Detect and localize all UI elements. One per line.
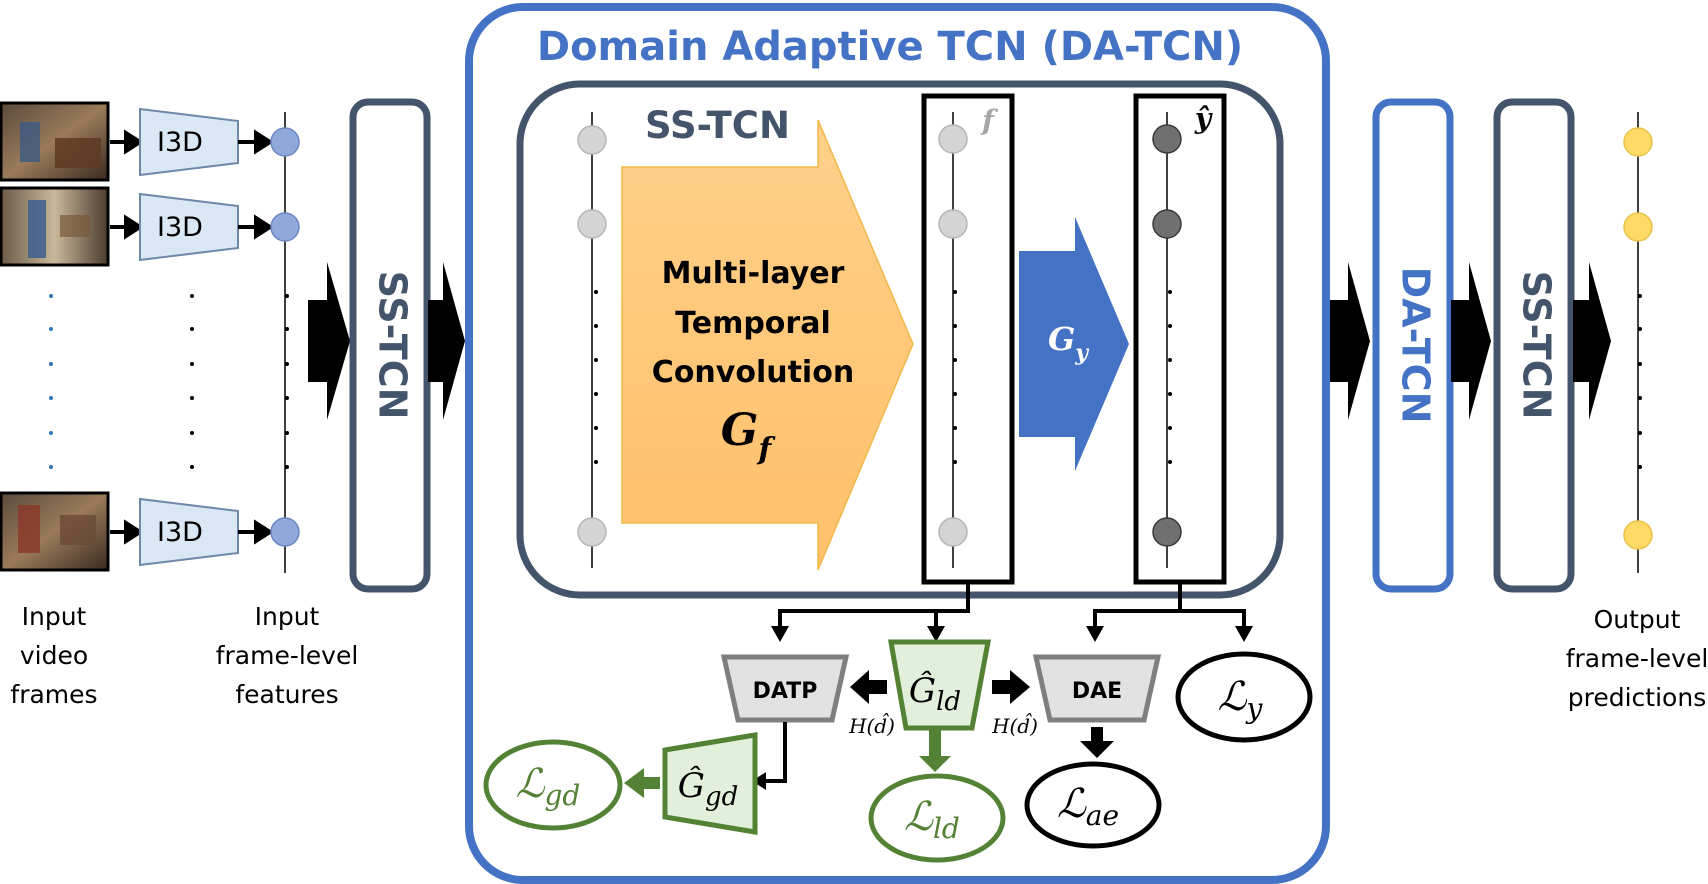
prediction-node (1152, 124, 1182, 154)
i3d-box-1: I3D (139, 107, 239, 177)
entropy-arrows (850, 670, 1030, 704)
flow-arrow-2 (428, 262, 465, 420)
svg-text:Input: Input (255, 602, 320, 631)
local-domain-loss-lld: ℒld (868, 773, 1006, 863)
frame-feature-column-f: f (921, 93, 1015, 585)
caption-input-video-frames: Input video frames (10, 602, 97, 709)
svg-text:DA-TCN: DA-TCN (1394, 267, 1438, 424)
gld-to-lld-arrow (919, 730, 951, 772)
svg-text:DAE: DAE (1072, 679, 1122, 704)
svg-text:features: features (235, 680, 338, 709)
yhat-column-connectors (1093, 582, 1246, 628)
svg-text:ℒgd: ℒgd (516, 761, 581, 812)
feature-node (270, 212, 300, 242)
gy-symbol: Gy (1048, 320, 1090, 366)
i3d-box-n: I3D (139, 497, 239, 567)
svg-text:predictions: predictions (1568, 683, 1706, 712)
da-tcn-title: Domain Adaptive TCN (DA-TCN) (537, 24, 1243, 70)
prediction-loss-ly: ℒy (1175, 651, 1313, 743)
video-frame-2 (0, 186, 110, 267)
svg-text:Multi-layer: Multi-layer (662, 256, 845, 291)
frame-ellipsis-dots (49, 294, 53, 469)
output-node (1623, 127, 1653, 157)
prediction-column-yhat: ŷ (1133, 93, 1227, 585)
i3d-ellipsis-dots (190, 294, 194, 469)
temporal-convolution-block: Multi-layer Temporal Convolution Gf (621, 119, 914, 571)
flow-arrow-3 (1330, 262, 1370, 420)
flow-arrow-1 (308, 262, 350, 420)
da-tcn-block-right: DA-TCN (1372, 98, 1454, 593)
datp-to-ggd-connector (752, 722, 787, 790)
video-frame-1 (0, 101, 110, 182)
video-frame-n (0, 491, 110, 572)
svg-text:frame-level: frame-level (216, 641, 359, 670)
ggd-to-lgd-arrow (624, 768, 660, 798)
output-node (1623, 520, 1653, 550)
frame-feature-node (938, 517, 968, 547)
hidden-node (577, 125, 607, 155)
entropy-label-dae: H(d̂) (991, 712, 1038, 738)
hidden-node (577, 209, 607, 239)
entropy-label-datp: H(d̂) (848, 712, 895, 738)
frame-feature-node (938, 124, 968, 154)
svg-text:ℒae: ℒae (1057, 781, 1119, 832)
svg-text:ℒy: ℒy (1218, 674, 1264, 725)
svg-text:Output: Output (1594, 605, 1681, 634)
svg-text:Convolution: Convolution (652, 355, 854, 390)
da-tcn-container: Domain Adaptive TCN (DA-TCN) (465, 3, 1330, 884)
input-feature-column (270, 112, 300, 573)
i3d-label: I3D (157, 517, 203, 548)
input-video-frames (0, 101, 110, 572)
svg-text:SS-TCN: SS-TCN (1515, 271, 1559, 420)
global-domain-discriminator: Ĝgd (662, 732, 758, 835)
dae-module: DAE (1032, 654, 1162, 723)
gld-symbol: Ĝld (909, 670, 961, 717)
feature-node (270, 127, 300, 157)
i3d-label: I3D (157, 212, 203, 243)
svg-text:ℒld: ℒld (904, 794, 960, 845)
svg-text:Temporal: Temporal (675, 306, 831, 341)
f-connector-arrowheads (771, 626, 945, 642)
prediction-node (1152, 517, 1182, 547)
output-node (1623, 212, 1653, 242)
caption-input-frame-features: Input frame-level features (216, 602, 359, 709)
datp-module: DATP (720, 654, 850, 723)
svg-text:SS-TCN: SS-TCN (371, 271, 415, 420)
dae-to-lae-arrow (1080, 727, 1114, 758)
hidden-node (577, 517, 607, 547)
svg-text:video: video (20, 641, 88, 670)
prediction-node (1152, 209, 1182, 239)
ggd-symbol: Ĝgd (678, 765, 738, 812)
ss-tcn-inner-label: SS-TCN (645, 104, 790, 147)
frame-to-i3d-arrows (110, 129, 144, 545)
autoencoder-loss-lae: ℒae (1024, 761, 1162, 849)
output-prediction-column (1623, 112, 1653, 573)
ss-tcn-block-left: SS-TCN (349, 98, 431, 593)
ss-tcn-block-right: SS-TCN (1493, 98, 1575, 593)
svg-text:frames: frames (10, 680, 97, 709)
frame-feature-node (938, 209, 968, 239)
svg-text:DATP: DATP (753, 679, 818, 704)
i3d-box-2: I3D (139, 192, 239, 262)
flow-arrow-4 (1451, 262, 1491, 420)
caption-output-predictions: Output frame-level predictions (1566, 605, 1708, 712)
classifier-gy-block: Gy (1019, 217, 1129, 471)
i3d-label: I3D (157, 127, 203, 158)
svg-text:frame-level: frame-level (1566, 644, 1708, 673)
yhat-connector-arrowheads (1086, 626, 1253, 642)
local-domain-discriminator: Ĝld (888, 639, 992, 731)
i3d-extractors: I3D I3D I3D (139, 107, 239, 567)
global-domain-loss-lgd: ℒgd (483, 739, 623, 831)
flow-arrow-5 (1573, 262, 1611, 420)
prediction-tag: ŷ (1194, 102, 1213, 135)
ss-tcn-input-column (577, 112, 607, 568)
i3d-to-feature-arrows (238, 129, 274, 545)
f-column-connectors (778, 582, 970, 628)
feature-node (270, 517, 300, 547)
svg-text:Input: Input (22, 602, 87, 631)
